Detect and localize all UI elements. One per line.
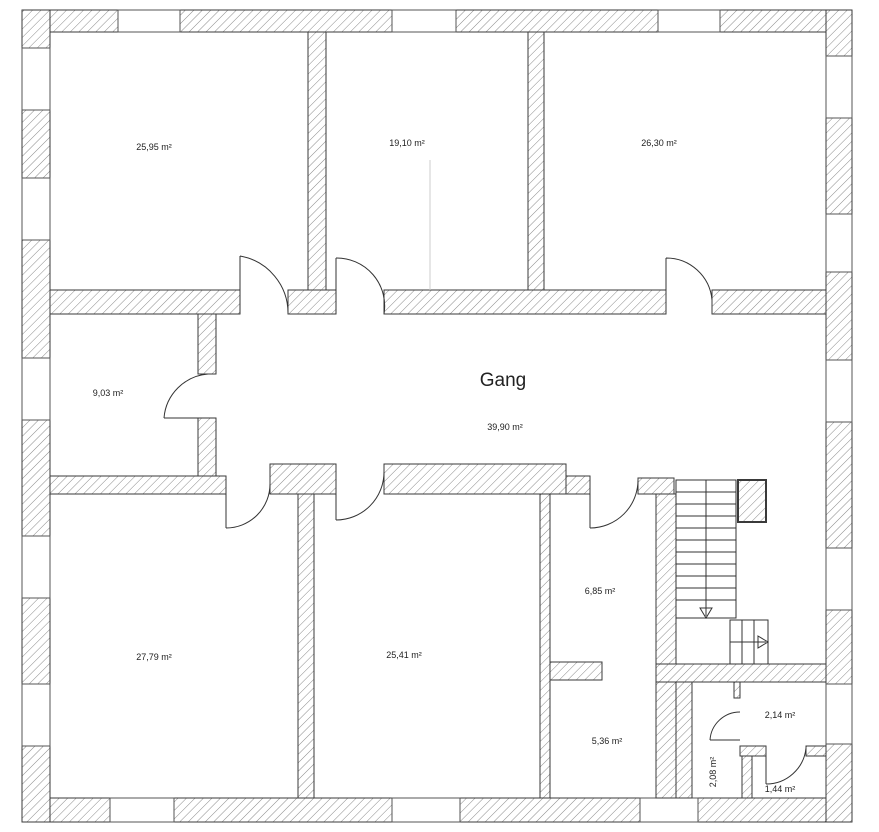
window (657, 9, 721, 33)
window (21, 177, 51, 241)
door (589, 479, 639, 529)
room-area-label: 25,41 m² (386, 650, 422, 660)
window (825, 359, 853, 423)
window (825, 213, 853, 273)
door (239, 255, 289, 315)
corridor-area-label: 39,90 m² (487, 422, 523, 432)
window (21, 535, 51, 599)
wall-v (655, 493, 677, 799)
wall-h (637, 477, 675, 495)
room-area-label: 5,36 m² (592, 736, 623, 746)
wall-h (49, 475, 227, 495)
room-area-label: 19,10 m² (389, 138, 425, 148)
door (335, 471, 385, 521)
wall-v (675, 681, 693, 799)
room-area-label: 2,14 m² (765, 710, 796, 720)
door (225, 483, 271, 529)
stair-arrow-icon (699, 607, 713, 619)
wall-h (739, 745, 767, 757)
door (163, 373, 216, 419)
wall-v (197, 417, 217, 479)
wall-h (383, 289, 667, 315)
door (665, 257, 713, 301)
wall-v (539, 493, 551, 799)
interior-walls (49, 31, 827, 799)
window (109, 797, 175, 823)
corridor-name-label: Gang (480, 370, 526, 391)
window (21, 683, 51, 747)
wall-v (527, 31, 545, 291)
door (765, 747, 807, 785)
wall-h (565, 475, 591, 495)
room-area-label: 27,79 m² (136, 652, 172, 662)
room-area-label: 26,30 m² (641, 138, 677, 148)
room-area-label: 25,95 m² (136, 142, 172, 152)
wall-h (49, 289, 241, 315)
room-area-label: 6,85 m² (585, 586, 616, 596)
room-labels: 25,95 m² 19,10 m² 26,30 m² 9,03 m² Gang … (93, 138, 796, 794)
wall-h (711, 289, 827, 315)
door (709, 711, 741, 741)
outer-walls (21, 9, 853, 823)
window (117, 9, 181, 33)
wall-h (287, 289, 337, 315)
window (391, 797, 461, 823)
windows (21, 9, 853, 823)
wall-v (733, 681, 741, 699)
wall-v (197, 313, 217, 375)
wall-h (269, 463, 337, 495)
window (825, 55, 853, 119)
room-area-label-rotated: 2,08 m² (708, 757, 718, 788)
wall-h (383, 463, 567, 495)
wall-h (549, 661, 603, 681)
window (825, 683, 853, 745)
wall-v (741, 755, 753, 799)
doors (163, 255, 807, 785)
window (21, 357, 51, 421)
staircase (675, 479, 769, 665)
stair-arrow-icon (757, 635, 769, 649)
window (639, 797, 699, 823)
wall-v (297, 493, 315, 799)
door (335, 257, 386, 315)
window (391, 9, 457, 33)
wall-h (655, 663, 827, 683)
wall-v (307, 31, 327, 291)
wall-h (805, 745, 827, 757)
room-area-label: 1,44 m² (765, 784, 796, 794)
chimney (737, 479, 767, 523)
window (21, 47, 51, 111)
room-area-label: 9,03 m² (93, 388, 124, 398)
window (825, 547, 853, 611)
